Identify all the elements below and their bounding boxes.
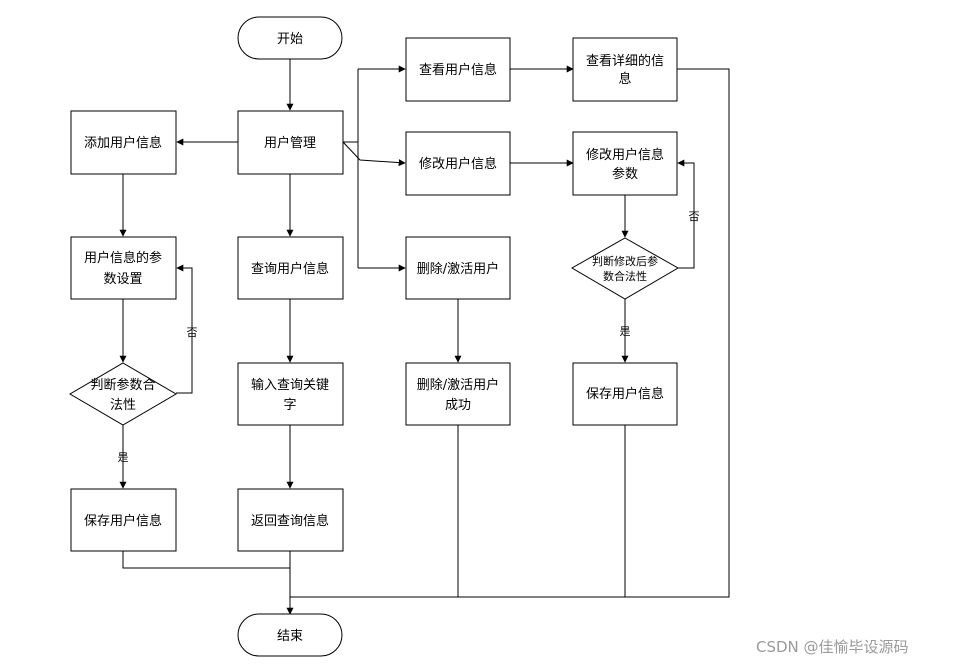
check-valid-label-1: 判断参数合 (90, 377, 155, 393)
view-detail-box (572, 37, 678, 102)
input-keyword-label-2: 字 (283, 398, 296, 413)
modify-user-label: 修改用户信息 (419, 156, 497, 172)
save-left-label: 保存用户信息 (84, 513, 162, 529)
left-yes-label: 是 (118, 451, 129, 464)
check-modified-label-2: 数合法性 (603, 269, 647, 283)
view-user-label: 查看用户信息 (419, 62, 497, 78)
view-detail-label-1: 查看详细的信 (586, 53, 664, 69)
end-node (237, 613, 343, 657)
save-right-label: 保存用户信息 (586, 386, 664, 402)
user-mgmt-label: 用户管理 (264, 135, 316, 151)
query-user-box (237, 236, 344, 300)
modify-param-label-2: 参数 (612, 166, 638, 182)
nodes (69, 16, 680, 657)
delete-user-label: 删除/激活用户 (417, 261, 499, 277)
return-query-box (237, 488, 344, 552)
end-label: 结束 (277, 629, 303, 644)
right-no-label: 否 (689, 210, 700, 223)
edge-save-left-to-end (122, 551, 290, 569)
input-keyword-label-1: 输入查询关键 (251, 377, 329, 393)
input-keyword-box (237, 362, 344, 426)
param-set-label-2: 数设置 (103, 272, 142, 287)
save-left-box (70, 488, 177, 552)
edge-detail-to-bottom (290, 68, 730, 598)
delete-success-label-2: 成功 (445, 398, 471, 413)
param-set-label-1: 用户信息的参 (84, 250, 162, 266)
delete-success-label-1: 删除/激活用户 (417, 377, 499, 393)
save-right-box (572, 362, 678, 426)
watermark: CSDN @佳愉毕设源码 (756, 638, 909, 656)
start-label: 开始 (277, 32, 303, 47)
query-user-label: 查询用户信息 (251, 261, 329, 277)
add-user-box (70, 110, 177, 175)
add-user-label: 添加用户信息 (84, 135, 162, 151)
connectors (119, 59, 730, 615)
check-modified-diamond (570, 237, 680, 300)
left-no-label: 否 (187, 326, 198, 339)
edge-check2-no-loop (677, 159, 695, 269)
edge-check-no-loop (176, 264, 193, 394)
return-query-label: 返回查询信息 (251, 513, 329, 529)
labels: 开始 结束 用户管理 添加用户信息 用户信息的参 数设置 判断参数合 法性 保存… (84, 32, 700, 644)
check-modified-label-1: 判断修改后参 (592, 254, 658, 268)
param-set-box (70, 236, 177, 300)
right-yes-label: 是 (620, 325, 631, 338)
edge-trunk-to-modify (342, 141, 406, 167)
modify-param-label-1: 修改用户信息 (586, 147, 664, 163)
start-node (237, 16, 343, 60)
modify-user-box (405, 131, 511, 196)
view-user-box (405, 37, 511, 102)
delete-user-box (405, 236, 511, 300)
view-detail-label-2: 息 (618, 71, 631, 87)
user-mgmt-box (237, 110, 344, 175)
delete-success-box (405, 362, 511, 426)
modify-param-box (572, 131, 678, 196)
check-valid-label-2: 法性 (110, 398, 136, 413)
check-valid-diamond (69, 362, 177, 426)
